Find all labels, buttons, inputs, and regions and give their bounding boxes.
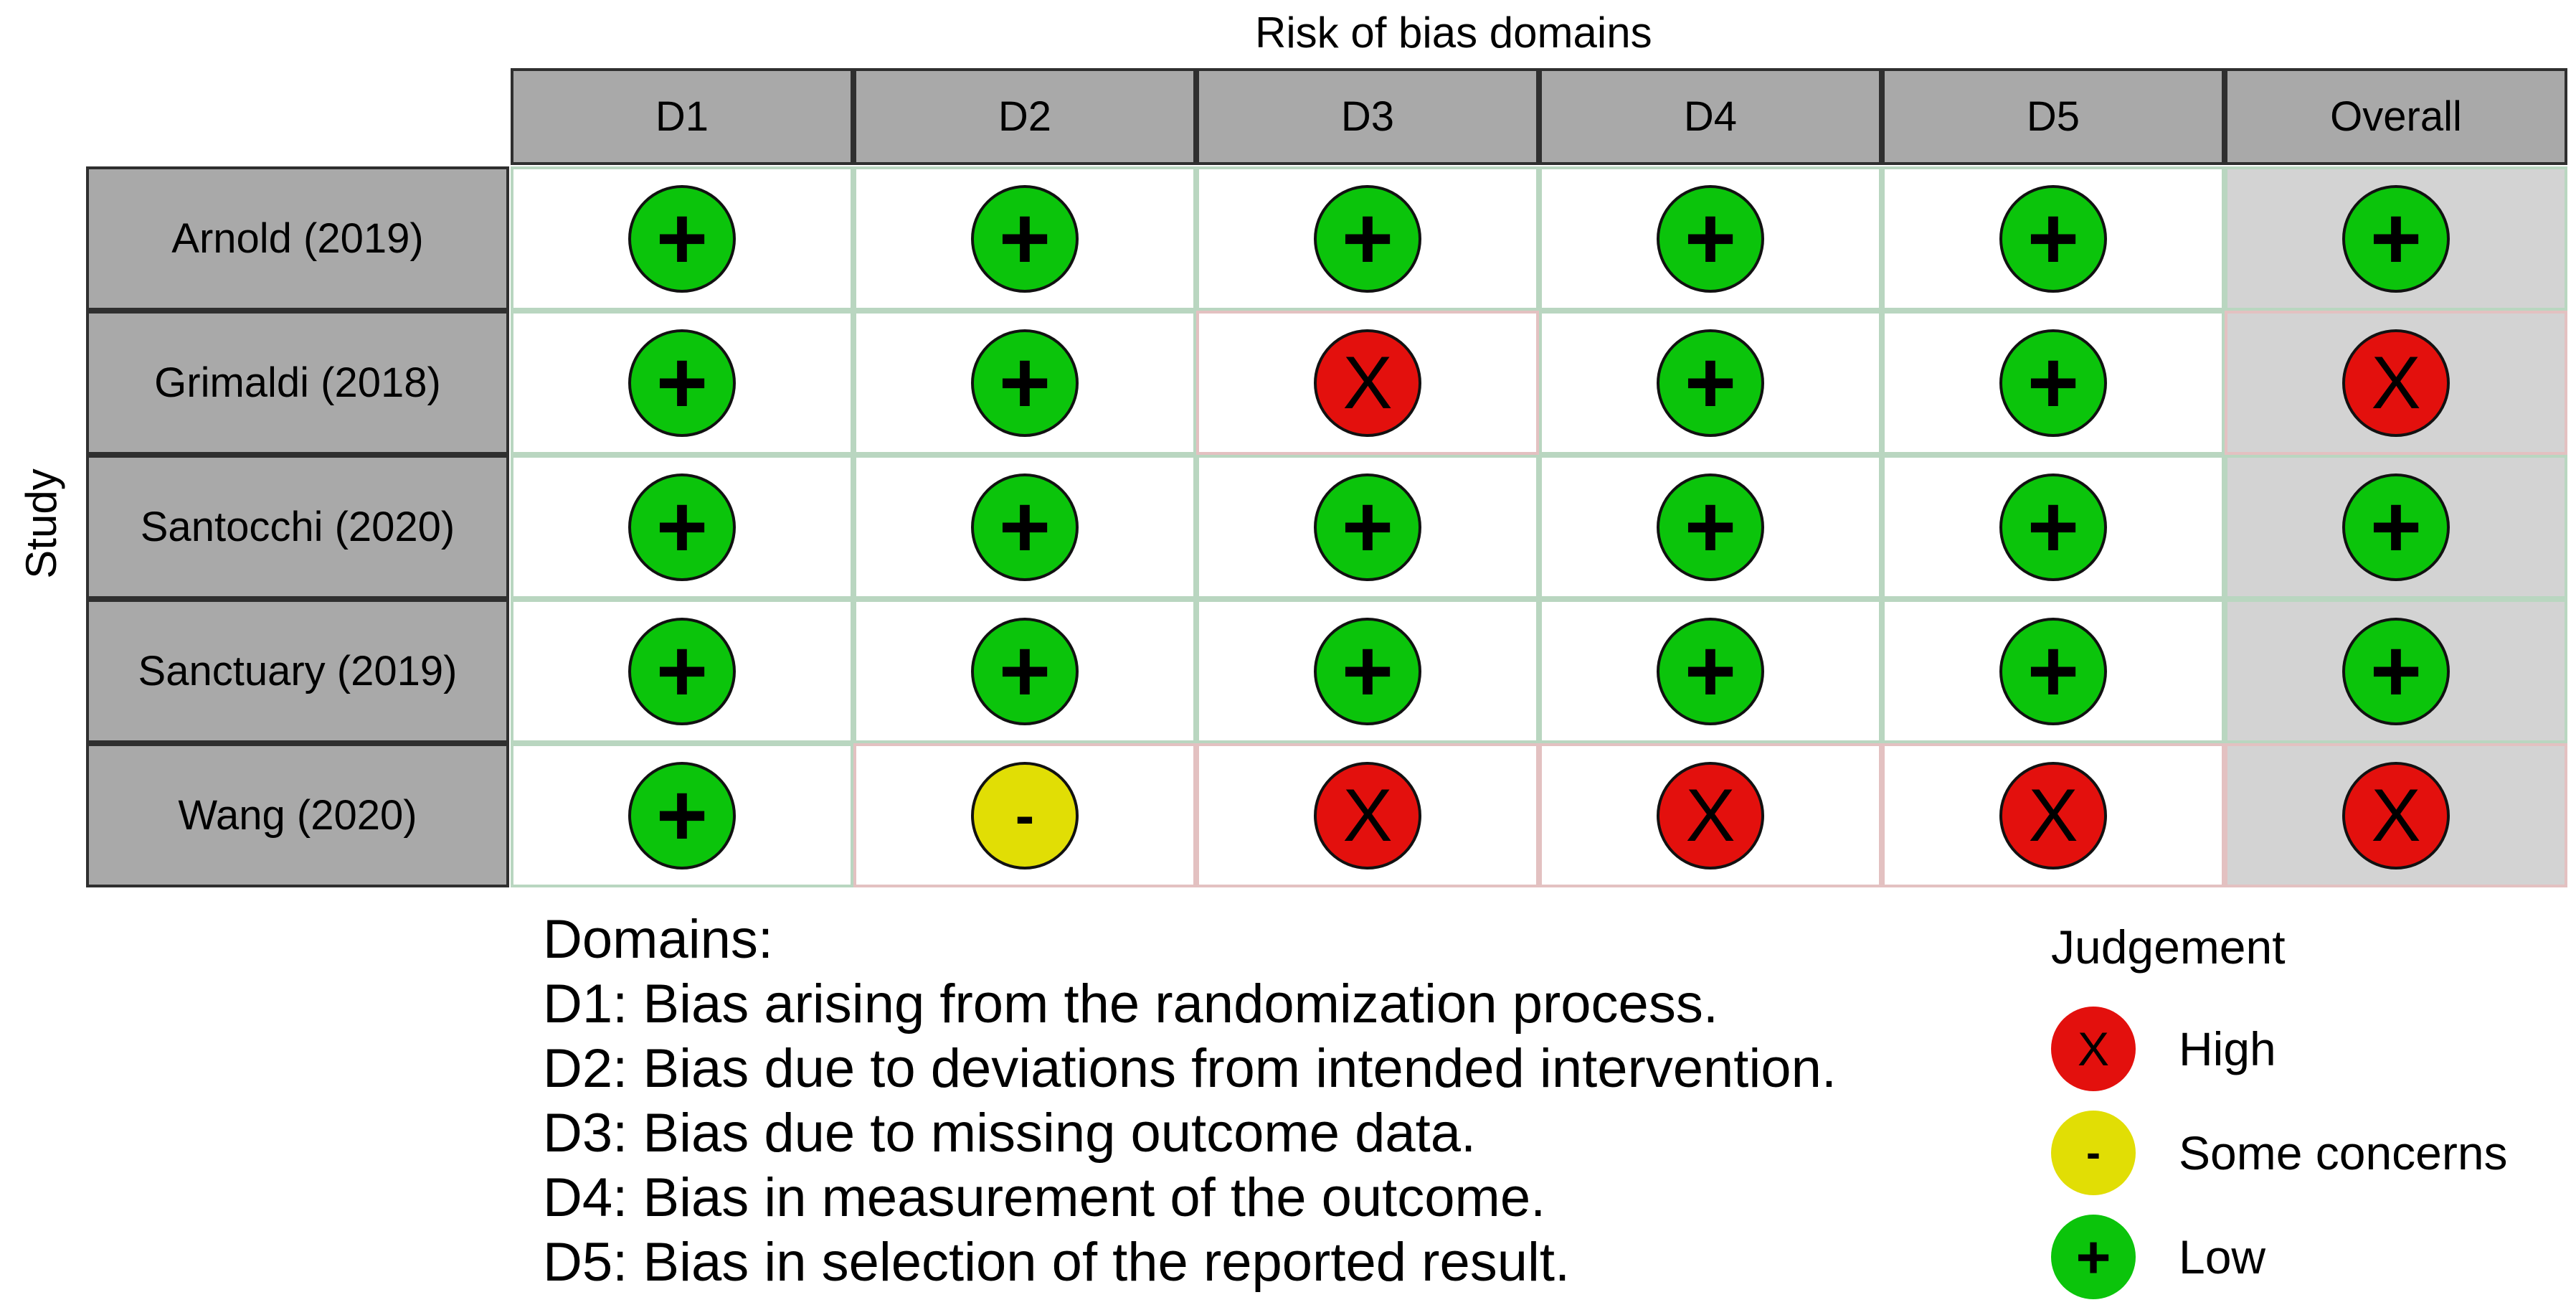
judgement-cell: + <box>511 599 853 743</box>
judgement-low-icon: + <box>1314 617 1421 725</box>
judgement-low-icon: + <box>2342 617 2450 725</box>
legend-label: Low <box>2179 1230 2266 1283</box>
judgement-high-icon: X <box>1999 761 2107 870</box>
judgement-low-icon: + <box>1999 473 2107 581</box>
judgement-low-icon: + <box>971 617 1079 725</box>
judgement-cell: X <box>1882 743 2225 887</box>
judgement-cell: + <box>853 311 1196 455</box>
judgement-high-icon: X <box>1314 329 1421 437</box>
judgement-cell: + <box>1539 455 1882 599</box>
judgement-low-icon: + <box>2342 473 2450 581</box>
judgement-low-icon: + <box>971 329 1079 437</box>
judgement-low-icon: + <box>971 473 1079 581</box>
column-header-d3: D3 <box>1196 68 1539 165</box>
judgement-cell: + <box>511 743 853 887</box>
domain-description-d2: D2: Bias due to deviations from intended… <box>543 1038 1837 1099</box>
judgement-low-icon: + <box>1657 473 1764 581</box>
judgement-low-icon: + <box>1999 184 2107 293</box>
judgement-cell: + <box>853 166 1196 311</box>
domain-description-d3: D3: Bias due to missing outcome data. <box>543 1103 1477 1164</box>
judgement-some-icon: - <box>971 761 1079 870</box>
judgement-cell: + <box>2225 455 2567 599</box>
legend-label: High <box>2179 1022 2276 1075</box>
top-title: Risk of bias domains <box>1255 9 1652 57</box>
domains-heading: Domains: <box>543 909 773 970</box>
judgement-low-icon: + <box>628 184 736 293</box>
study-row-header: Sanctuary (2019) <box>86 599 509 743</box>
judgement-low-icon: + <box>628 617 736 725</box>
legend-low-icon: + <box>2051 1215 2136 1299</box>
study-axis-label: Study <box>17 468 65 579</box>
judgement-cell: + <box>1882 599 2225 743</box>
domains-key: Domains: D1: Bias arising from the rando… <box>543 908 1837 1295</box>
legend-label: Some concerns <box>2179 1126 2508 1179</box>
legend-title: Judgement <box>2051 920 2286 974</box>
domain-description-d5: D5: Bias in selection of the reported re… <box>543 1232 1571 1293</box>
column-header-d4: D4 <box>1539 68 1882 165</box>
legend-some-icon: - <box>2051 1111 2136 1195</box>
legend-item-high: X High <box>2051 1007 2276 1091</box>
column-header-d5: D5 <box>1882 68 2225 165</box>
judgement-cell: - <box>853 743 1196 887</box>
judgement-cell: X <box>2225 311 2567 455</box>
judgement-cell: X <box>2225 743 2567 887</box>
judgement-cell: + <box>511 311 853 455</box>
judgement-low-icon: + <box>971 184 1079 293</box>
judgement-high-icon: X <box>1657 761 1764 870</box>
judgement-low-icon: + <box>1999 329 2107 437</box>
judgement-low-icon: + <box>628 761 736 870</box>
judgement-low-icon: + <box>1657 184 1764 293</box>
judgement-cell: + <box>1539 599 1882 743</box>
judgement-cell: + <box>1882 166 2225 311</box>
column-header-d2: D2 <box>853 68 1196 165</box>
judgement-cell: + <box>1882 311 2225 455</box>
judgement-low-icon: + <box>628 473 736 581</box>
judgement-cell: + <box>1196 599 1539 743</box>
judgement-cell: + <box>853 599 1196 743</box>
judgement-low-icon: + <box>2342 184 2450 293</box>
judgement-cell: + <box>2225 599 2567 743</box>
judgement-low-icon: + <box>1999 617 2107 725</box>
study-row-header: Wang (2020) <box>86 743 509 887</box>
column-header-d1: D1 <box>511 68 853 165</box>
judgement-high-icon: X <box>2342 329 2450 437</box>
judgement-cell: + <box>1539 311 1882 455</box>
domain-description-d4: D4: Bias in measurement of the outcome. <box>543 1167 1546 1228</box>
judgement-cell: + <box>853 455 1196 599</box>
judgement-cell: + <box>2225 166 2567 311</box>
judgement-low-icon: + <box>1314 184 1421 293</box>
judgement-low-icon: + <box>1657 329 1764 437</box>
judgement-cell: + <box>511 455 853 599</box>
judgement-low-icon: + <box>628 329 736 437</box>
legend-item-some: -Some concerns <box>2051 1111 2508 1195</box>
judgement-high-icon: X <box>1314 761 1421 870</box>
judgement-cell: X <box>1196 743 1539 887</box>
judgement-cell: + <box>1539 166 1882 311</box>
judgement-cell: X <box>1196 311 1539 455</box>
judgement-high-icon: X <box>2342 761 2450 870</box>
legend-item-low: + Low <box>2051 1215 2265 1299</box>
judgement-low-icon: + <box>1314 473 1421 581</box>
judgement-cell: + <box>511 166 853 311</box>
study-row-header: Arnold (2019) <box>86 166 509 311</box>
judgement-cell: X <box>1539 743 1882 887</box>
judgement-cell: + <box>1882 455 2225 599</box>
column-header-overall: Overall <box>2225 68 2567 165</box>
judgement-cell: + <box>1196 166 1539 311</box>
judgement-low-icon: + <box>1657 617 1764 725</box>
study-row-header: Santocchi (2020) <box>86 455 509 599</box>
domain-description-d1: D1: Bias arising from the randomization … <box>543 974 1718 1035</box>
judgement-cell: + <box>1196 455 1539 599</box>
legend-high-icon: X <box>2051 1007 2136 1091</box>
study-row-header: Grimaldi (2018) <box>86 311 509 455</box>
